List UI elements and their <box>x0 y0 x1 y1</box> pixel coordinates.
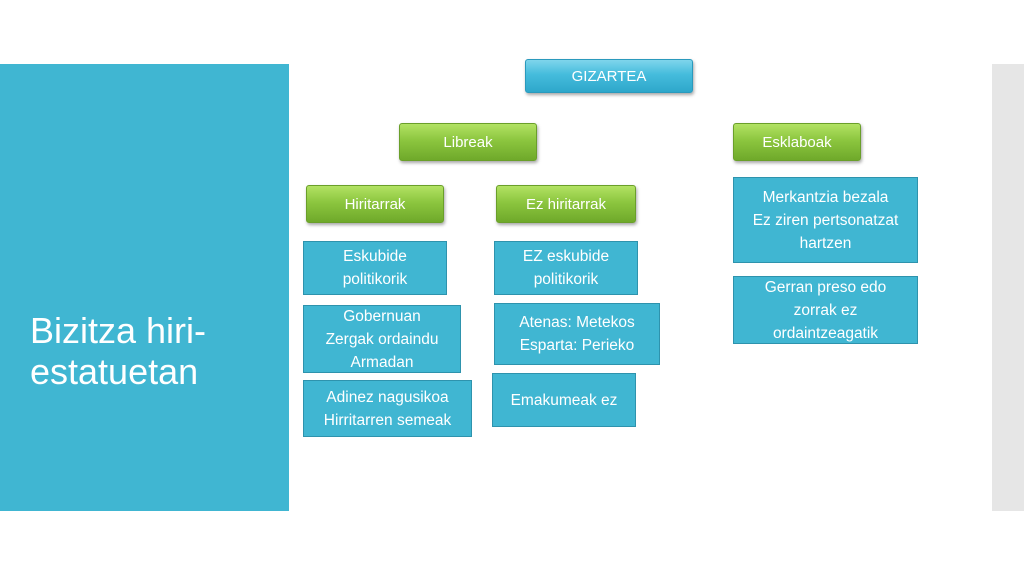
non-citizens-names-box: Atenas: Metekos Esparta: Perieko <box>494 303 660 365</box>
slide-title: Bizitza hiri- estatuetan <box>30 310 207 392</box>
title-panel: Bizitza hiri- estatuetan <box>0 64 289 511</box>
node-gizartea: GIZARTEA <box>525 59 693 93</box>
citizens-duties-box: Gobernuan Zergak ordaindu Armadan <box>303 305 461 373</box>
node-ez-hiritarrak: Ez hiritarrak <box>496 185 636 223</box>
slaves-merchandise-box: Merkantzia bezala Ez ziren pertsonatzat … <box>733 177 918 263</box>
non-citizens-women-box: Emakumeak ez <box>492 373 636 427</box>
non-citizens-rights-box: EZ eskubide politikorik <box>494 241 638 295</box>
right-edge-strip <box>992 64 1024 511</box>
citizens-requirements-box: Adinez nagusikoa Hirritarren semeak <box>303 380 472 437</box>
citizens-rights-box: Eskubide politikorik <box>303 241 447 295</box>
node-libreak: Libreak <box>399 123 537 161</box>
slaves-origin-box: Gerran preso edo zorrak ez ordaintzeagat… <box>733 276 918 344</box>
node-hiritarrak: Hiritarrak <box>306 185 444 223</box>
node-esklaboak: Esklaboak <box>733 123 861 161</box>
